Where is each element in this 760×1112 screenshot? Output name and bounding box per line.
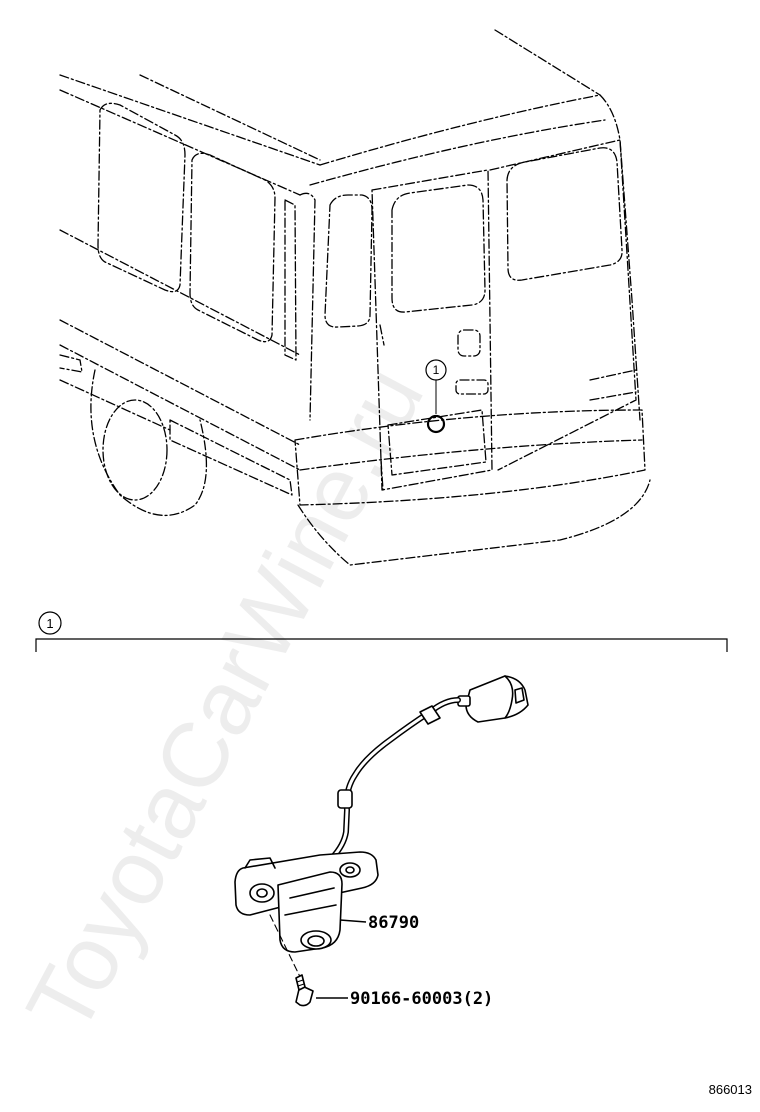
camera-illustration <box>234 675 529 1007</box>
diagram-code: 866013 <box>709 1082 752 1097</box>
part-number-90166-60003: 90166-60003(2) <box>350 989 493 1009</box>
camera-location-marker <box>426 414 446 434</box>
section-callout-number: 1 <box>46 616 53 631</box>
callout-number: 1 <box>433 363 440 377</box>
section-header: 1 <box>35 611 728 652</box>
part-number-86790: 86790 <box>368 913 419 933</box>
van-illustration <box>59 29 651 566</box>
callout-marker-van: 1 <box>425 359 447 434</box>
part-labels: 86790 90166-60003(2) <box>316 913 493 1009</box>
watermark: ToyotaCarWine.ru <box>8 351 444 1049</box>
